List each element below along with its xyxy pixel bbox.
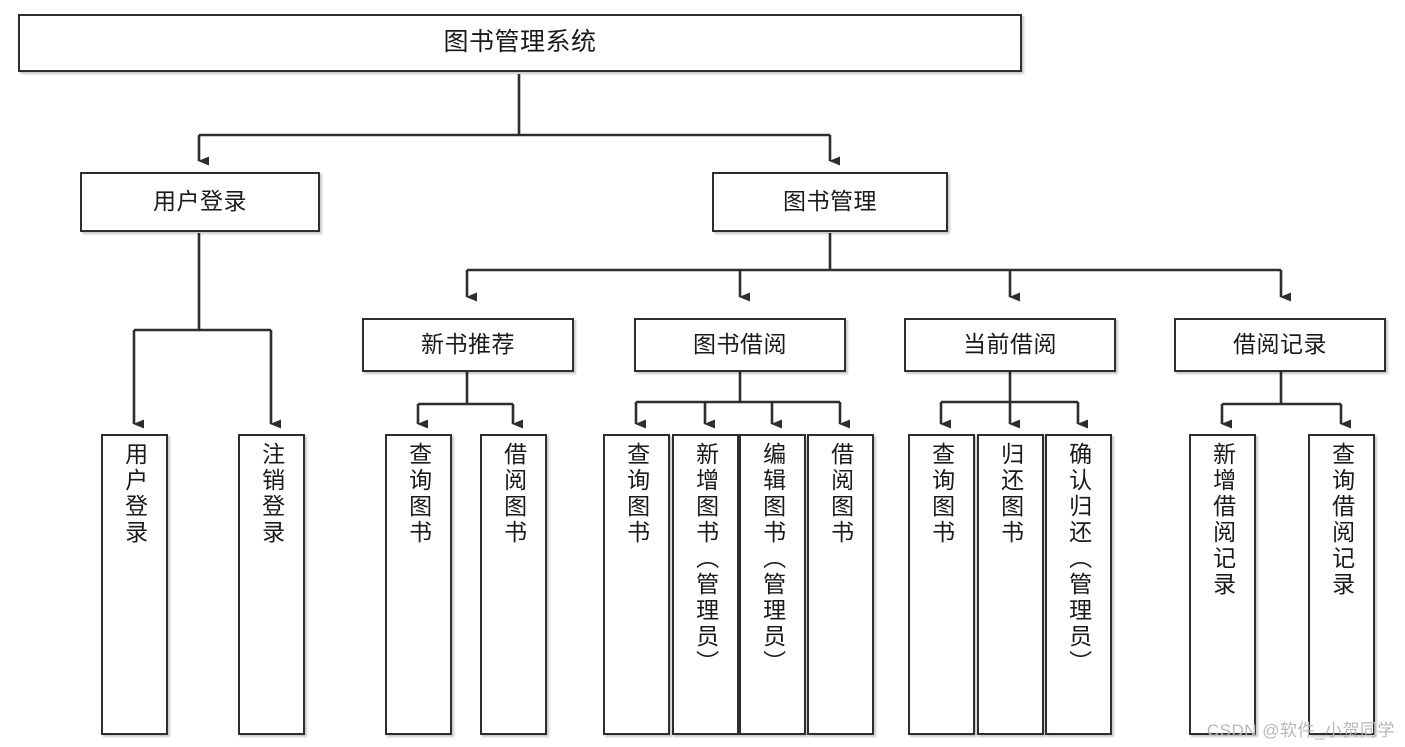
node-leaf-logout-login[interactable]: 注销登录 [238,434,305,735]
node-label: 新增借阅记录 [1209,442,1236,598]
node-leaf-borrow-book-borrow[interactable]: 借阅图书 [807,434,874,735]
node-leaf-query-book-borrow[interactable]: 查询图书 [603,434,670,735]
node-leaf-borrow-book-recommend[interactable]: 借阅图书 [480,434,547,735]
node-label: 图书管理 [783,188,877,215]
node-label: 确认归还（管理员） [1065,442,1092,676]
node-label: 当前借阅 [963,331,1057,358]
node-label: 用户登录 [121,442,148,546]
node-leaf-user-login[interactable]: 用户登录 [101,434,168,735]
node-leaf-return-book[interactable]: 归还图书 [977,434,1044,735]
node-label: 查询借阅记录 [1328,442,1355,598]
node-borrow-record[interactable]: 借阅记录 [1174,318,1386,372]
node-root-book-management-system[interactable]: 图书管理系统 [18,14,1022,72]
node-leaf-add-book-admin[interactable]: 新增图书（管理员） [672,434,739,735]
node-label: 归还图书 [997,442,1024,546]
node-user-login[interactable]: 用户登录 [80,172,320,232]
node-label: 借阅图书 [500,442,527,546]
node-leaf-add-borrow-record[interactable]: 新增借阅记录 [1189,434,1256,735]
node-leaf-edit-book-admin[interactable]: 编辑图书（管理员） [739,434,806,735]
node-label: 查询图书 [928,442,955,546]
node-leaf-query-book-current[interactable]: 查询图书 [908,434,975,735]
node-book-management[interactable]: 图书管理 [712,172,948,232]
node-current-borrow[interactable]: 当前借阅 [904,318,1116,372]
node-label: 查询图书 [623,442,650,546]
node-label: 新增图书（管理员） [692,442,719,676]
node-label: 用户登录 [153,188,247,215]
node-leaf-confirm-return-admin[interactable]: 确认归还（管理员） [1045,434,1112,735]
node-label: 新书推荐 [421,331,515,358]
node-label: 注销登录 [258,442,285,546]
node-label: 图书借阅 [693,331,787,358]
node-new-book-recommend[interactable]: 新书推荐 [362,318,574,372]
node-label: 编辑图书（管理员） [759,442,786,676]
node-label: 查询图书 [405,442,432,546]
node-leaf-query-borrow-record[interactable]: 查询借阅记录 [1308,434,1375,735]
node-label: 借阅记录 [1233,331,1327,358]
node-label: 图书管理系统 [443,28,597,57]
node-book-borrow[interactable]: 图书借阅 [634,318,846,372]
node-label: 借阅图书 [827,442,854,546]
node-leaf-query-book-recommend[interactable]: 查询图书 [385,434,452,735]
